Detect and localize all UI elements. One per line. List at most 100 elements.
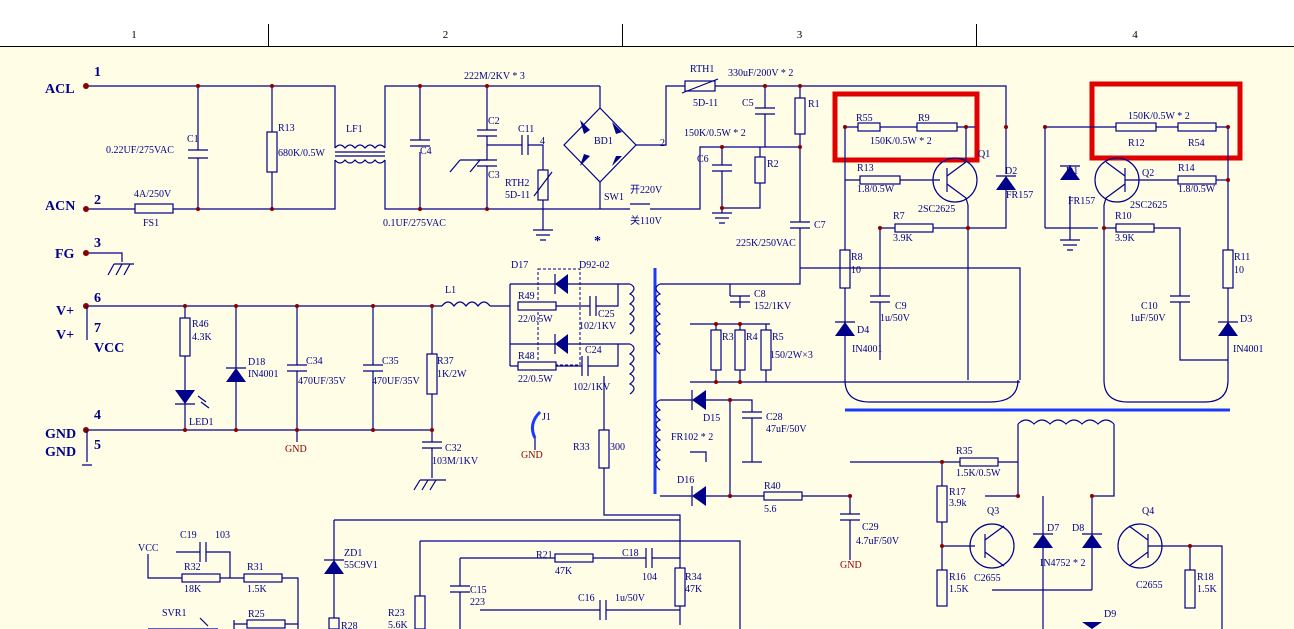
resistor-r8 bbox=[839, 249, 851, 289]
d1-value: FR157 bbox=[1068, 196, 1095, 207]
led-icon bbox=[175, 390, 195, 404]
fs1-value: 4A/250V bbox=[134, 189, 172, 200]
resistor-r23 bbox=[414, 595, 426, 629]
r21-value: 47K bbox=[555, 566, 573, 577]
r11-value: 10 bbox=[1234, 265, 1244, 276]
r7-value: 3.9K bbox=[893, 233, 914, 244]
r54-label: R54 bbox=[1188, 138, 1205, 149]
r40-value: 5.6 bbox=[764, 504, 777, 515]
top-toolbar bbox=[0, 0, 1294, 25]
terminal-gnd2-label: GND bbox=[45, 445, 76, 460]
r10-label: R10 bbox=[1115, 211, 1132, 222]
r33-label: R33 bbox=[573, 442, 590, 453]
r3-label: R3 bbox=[722, 332, 734, 343]
q3-value: C2655 bbox=[974, 573, 1001, 584]
terminal-1-num: 1 bbox=[94, 65, 101, 80]
resistor-r9 bbox=[916, 122, 958, 132]
resistor-r11 bbox=[1222, 249, 1234, 289]
terminal-7-num: 7 bbox=[94, 321, 101, 336]
r17-value: 3.9k bbox=[949, 498, 967, 509]
d4-label: D4 bbox=[857, 325, 869, 336]
q1-label: Q1 bbox=[978, 149, 990, 160]
resistor-r10 bbox=[1115, 223, 1155, 233]
c32-label: C32 bbox=[445, 443, 462, 454]
terminal-4-num: 4 bbox=[94, 408, 101, 423]
junction-dots bbox=[183, 84, 1230, 548]
r5-label: R5 bbox=[772, 332, 784, 343]
resistor-r34 bbox=[674, 567, 686, 607]
r13b-value: 1.8/0.5W bbox=[857, 184, 895, 195]
highlight-box-r12-r54 bbox=[1089, 81, 1243, 161]
r11-label: R11 bbox=[1234, 252, 1250, 263]
resistor-r16 bbox=[936, 569, 948, 607]
c7-label: C7 bbox=[814, 220, 826, 231]
resistor-r37 bbox=[426, 353, 438, 395]
r18-label: R18 bbox=[1197, 572, 1214, 583]
q2-label: Q2 bbox=[1142, 168, 1154, 179]
resistor-r48 bbox=[517, 361, 557, 371]
q3-label: Q3 bbox=[987, 506, 999, 517]
resistor-r55 bbox=[857, 122, 881, 132]
c29-label: C29 bbox=[862, 522, 879, 533]
sw1-off: 关110V bbox=[630, 214, 663, 227]
highlight-box-r55-r9 bbox=[832, 91, 980, 163]
c15-value: 223 bbox=[470, 597, 485, 608]
rth1-value: 5D-11 bbox=[693, 98, 718, 109]
zone-4: 4 bbox=[1132, 29, 1138, 41]
star-mark: * bbox=[594, 234, 601, 249]
svg-text:4: 4 bbox=[540, 136, 545, 147]
resistor-r13b bbox=[859, 175, 901, 185]
c9-label: C9 bbox=[895, 301, 907, 312]
c4-label: C4 bbox=[420, 146, 432, 157]
fuse-fs1 bbox=[134, 203, 174, 214]
r37-label: R37 bbox=[437, 356, 454, 367]
zone-1: 1 bbox=[0, 24, 269, 46]
resistor-r13 bbox=[266, 131, 278, 173]
j1-label: J1 bbox=[542, 412, 551, 423]
r23-value: 5.6K bbox=[388, 620, 409, 629]
r17-label: R17 bbox=[949, 487, 966, 498]
terminal-2-pin bbox=[83, 206, 89, 212]
terminal-gnd1-label: GND bbox=[45, 427, 76, 442]
c222-value: 222M/2KV * 3 bbox=[464, 71, 525, 82]
c16-value: 1u/50V bbox=[615, 593, 646, 604]
lf1-label: LF1 bbox=[346, 124, 363, 135]
control-section: VCC C19 103 R32 18K R31 1.5K SVR1 R25 ZD… bbox=[138, 519, 741, 629]
c32-value: 103M/1KV bbox=[432, 456, 479, 467]
c3-label: C3 bbox=[488, 170, 500, 181]
rth2-value: 5D-11 bbox=[505, 190, 530, 201]
resistor-r18 bbox=[1184, 569, 1196, 609]
q4-value: C2655 bbox=[1136, 580, 1163, 591]
terminal-v2-label: V+ bbox=[56, 328, 74, 343]
d18-label: D18 bbox=[248, 357, 265, 368]
terminal-v1-label: V+ bbox=[56, 304, 74, 319]
gnd-label-3: GND bbox=[840, 560, 862, 571]
r7-label: R7 bbox=[893, 211, 905, 222]
zone-ruler: 1 2 3 4 bbox=[0, 24, 1294, 47]
r14-value: 1.8/0.5W bbox=[1178, 184, 1216, 195]
d8-label: D8 bbox=[1072, 523, 1084, 534]
resistor-r54 bbox=[1177, 122, 1217, 132]
resistor-r49 bbox=[517, 301, 557, 311]
d4-value: IN4001 bbox=[852, 344, 883, 355]
c16-label: C16 bbox=[578, 593, 595, 604]
r55-value: 150K/0.5W * 2 bbox=[870, 136, 932, 147]
c7-value: 225K/250VAC bbox=[736, 238, 796, 249]
r46-value: 4.3K bbox=[192, 332, 213, 343]
c5-label: C5 bbox=[742, 98, 754, 109]
resistor-r25 bbox=[246, 619, 286, 629]
r32-value: 18K bbox=[184, 584, 202, 595]
r35-label: R35 bbox=[956, 446, 973, 457]
resistor-r2 bbox=[754, 156, 766, 184]
c11-label: C11 bbox=[518, 124, 534, 135]
r16-label: R16 bbox=[949, 572, 966, 583]
r31-value: 1.5K bbox=[247, 584, 268, 595]
r16-value: 1.5K bbox=[949, 584, 970, 595]
r34-value: 47K bbox=[685, 584, 703, 595]
c28-value: 47uF/50V bbox=[766, 424, 807, 435]
r2-label: R2 bbox=[767, 159, 779, 170]
c6-label: C6 bbox=[697, 154, 709, 165]
terminal-3-pin bbox=[83, 250, 89, 256]
r8-label: R8 bbox=[851, 252, 863, 263]
r34-label: R34 bbox=[685, 572, 702, 583]
